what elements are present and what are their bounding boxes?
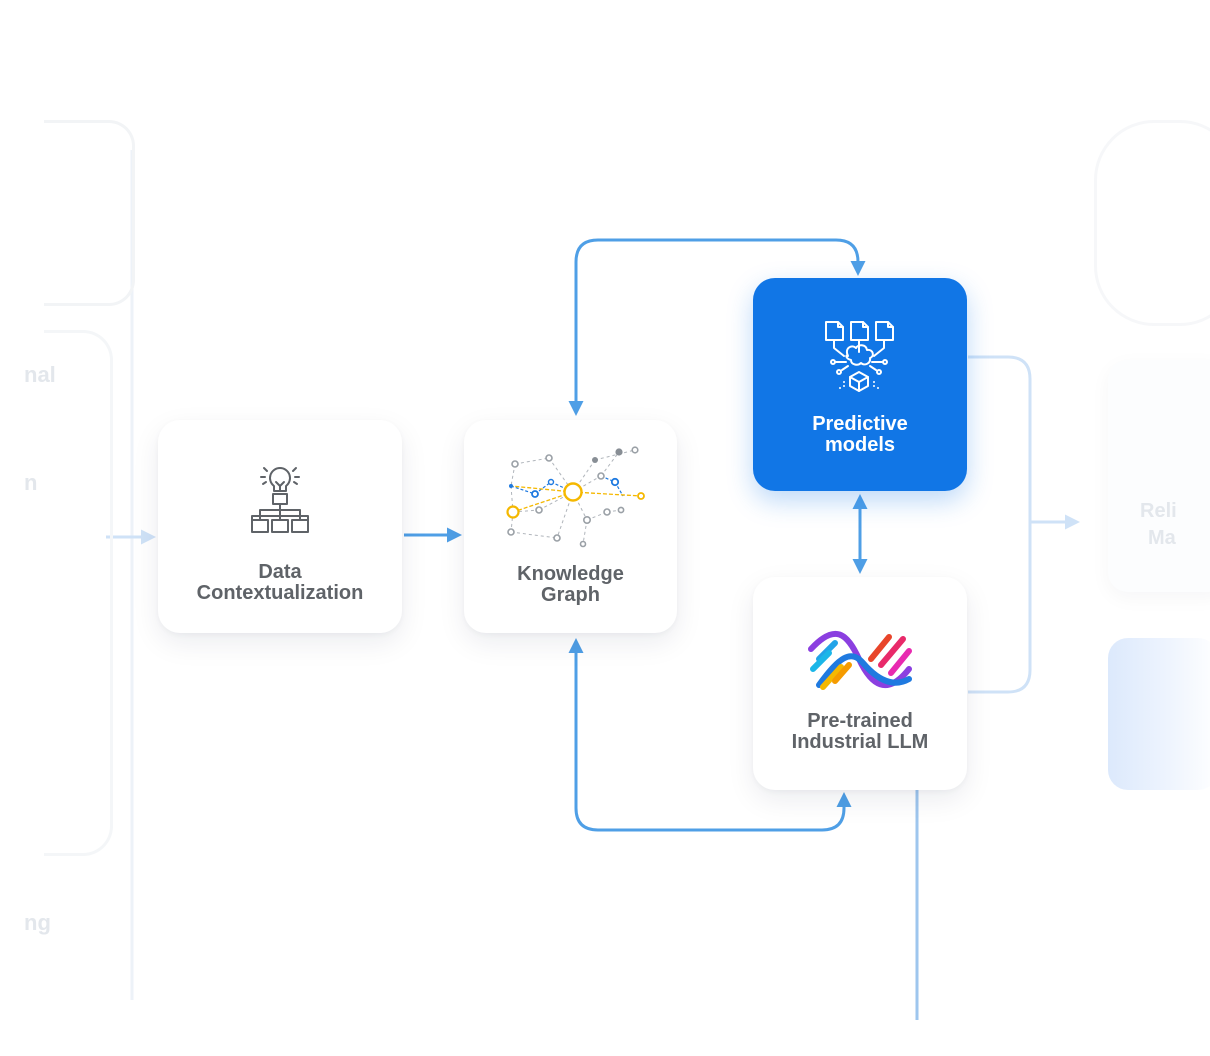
faded-right-card	[1108, 360, 1210, 592]
faded-left-column	[44, 330, 113, 856]
faded-right-top-card	[1094, 120, 1210, 326]
node-label: Knowledge Graph	[517, 563, 624, 606]
arrow-kg-llm-loop	[568, 638, 852, 832]
lightbulb-hierarchy-icon	[242, 462, 318, 543]
faded-text-right-1: Reli	[1140, 500, 1177, 522]
arrow-kg-predictive-loop	[568, 238, 866, 416]
node-industrial-llm[interactable]: Pre-trained Industrial LLM	[753, 577, 967, 790]
node-knowledge-graph[interactable]: Knowledge Graph	[464, 420, 677, 633]
faded-text-left-bottom: ng	[24, 910, 51, 935]
node-data-contextualization[interactable]: Data Contextualization	[158, 420, 402, 633]
faded-left-card	[44, 120, 135, 306]
node-label: Pre-trained Industrial LLM	[791, 710, 929, 753]
network-graph-icon	[491, 442, 651, 557]
llm-waves-logo	[805, 629, 915, 696]
faded-blue-card	[1108, 638, 1210, 790]
node-label: Predictive models	[812, 413, 908, 456]
node-predictive-models[interactable]: Predictive models	[753, 278, 967, 491]
faded-text-right-2: Ma	[1148, 527, 1176, 549]
faded-text-left-top: nal	[24, 362, 56, 387]
node-label: Data Contextualization	[196, 561, 364, 604]
faint-output-bracket	[968, 355, 1032, 694]
faded-text-left-mid: n	[24, 470, 38, 495]
ai-documents-cube-icon	[820, 316, 900, 401]
